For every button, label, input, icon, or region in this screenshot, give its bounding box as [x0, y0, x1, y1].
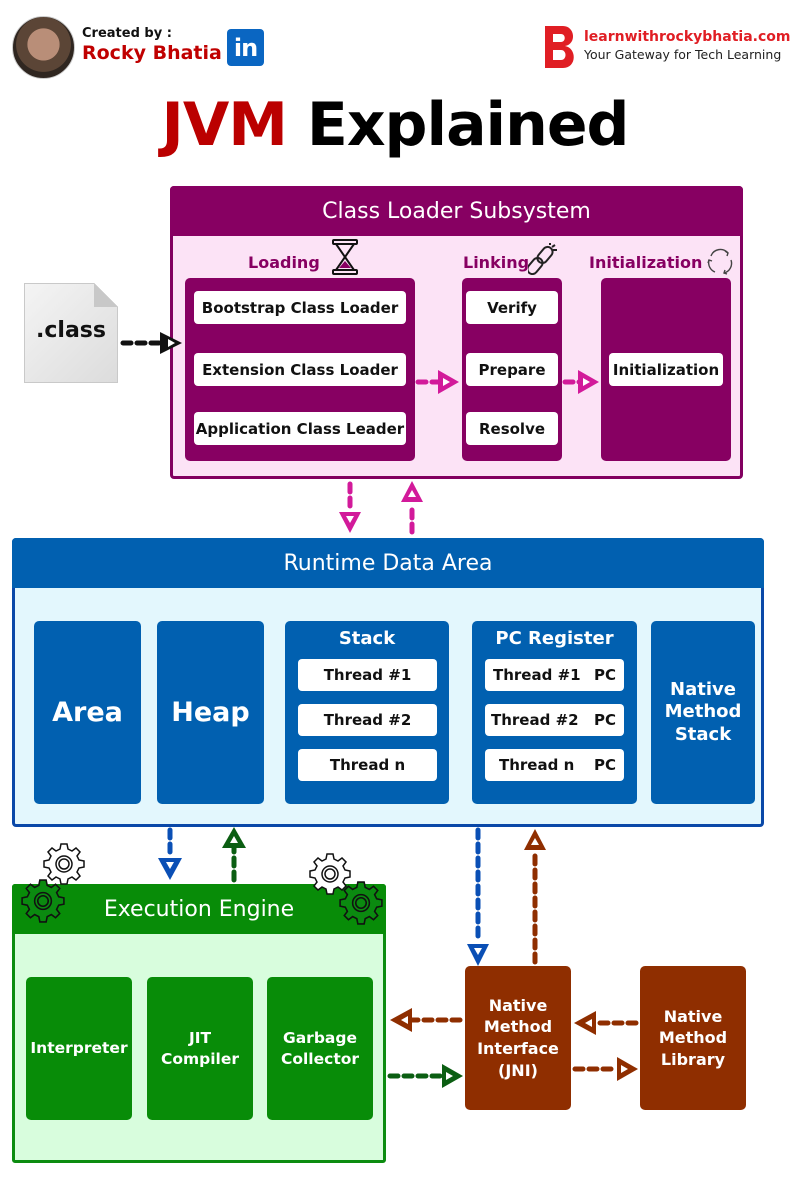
interpreter-block: Interpreter [26, 977, 132, 1120]
pc-thread-1: Thread #1 PC [485, 659, 624, 691]
class-file-label: .class [36, 318, 106, 343]
title-highlight: JVM [161, 90, 288, 160]
nms-line: Stack [674, 723, 732, 745]
site-logo-icon [545, 26, 574, 68]
linking-verify: Verify [466, 291, 558, 324]
chain-link-icon [528, 243, 557, 275]
phase-label-loading: Loading [248, 253, 320, 272]
arrowhead [621, 1065, 628, 1073]
jit-label-line: Compiler [160, 1049, 240, 1068]
site-tagline: Your Gateway for Tech Learning [584, 47, 782, 62]
title-rest: Explained [306, 90, 630, 160]
arrowhead [446, 1072, 453, 1080]
arrowhead [408, 490, 416, 497]
native-method-interface-block: Native Method Interface (JNI) [465, 966, 571, 1110]
jni-label-line: Native [488, 995, 548, 1015]
nml-label-line: Library [660, 1049, 726, 1069]
method-area-block: Area [34, 621, 141, 804]
class-loader-title: Class Loader Subsystem [170, 186, 743, 236]
stack-thread-2: Thread #2 [298, 704, 437, 736]
jit-label-line: JIT [188, 1028, 212, 1047]
pc-register-title: PC Register [495, 627, 614, 649]
stack-thread-n: Thread n [298, 749, 437, 781]
extension-class-loader: Extension Class Loader [194, 353, 406, 386]
initialization-item: Initialization [609, 353, 723, 386]
stack-title: Stack [338, 627, 396, 649]
author-avatar [12, 16, 75, 79]
author-name: Rocky Bhatia [82, 42, 222, 64]
native-method-library-block: Native Method Library [640, 966, 746, 1110]
linkedin-icon[interactable]: in [227, 29, 264, 66]
arrowhead [474, 948, 482, 955]
gear-icon [339, 881, 383, 925]
runtime-data-area-title: Runtime Data Area [12, 538, 764, 588]
phase-label-linking: Linking [463, 253, 530, 272]
created-by-label: Created by : [82, 26, 172, 41]
gc-label-line: Garbage [283, 1028, 357, 1047]
file-fold-corner [94, 283, 118, 307]
arrowhead [524, 829, 546, 850]
linking-prepare: Prepare [466, 353, 558, 386]
gear-icon [43, 843, 85, 885]
phase-label-initialization: Initialization [589, 253, 703, 272]
jni-label-line: (JNI) [498, 1060, 538, 1080]
jni-label-line: Interface [477, 1039, 559, 1058]
site-url-link[interactable]: learnwithrockybhatia.com [584, 29, 790, 45]
hourglass-icon [332, 239, 358, 275]
arrowhead [467, 944, 489, 966]
arrowhead [442, 1064, 463, 1088]
arrowhead [585, 1019, 592, 1027]
pc-value: PC [593, 711, 616, 729]
gear-icon [21, 879, 65, 923]
pc-thread-label: Thread #2 [491, 711, 579, 729]
pc-value: PC [593, 666, 616, 684]
arrowhead [401, 481, 423, 502]
nms-line: Native [670, 678, 736, 700]
bootstrap-class-loader: Bootstrap Class Loader [194, 291, 406, 324]
nml-label-line: Native [663, 1006, 723, 1026]
execution-engine-title: Execution Engine [12, 884, 386, 934]
heap-block: Heap [157, 621, 264, 804]
nms-line: Method [664, 701, 742, 723]
pc-thread-2: Thread #2 PC [485, 704, 624, 736]
garbage-collector-block: Garbage Collector [267, 977, 373, 1120]
nml-label-line: Method [658, 1028, 728, 1048]
jni-label-line: Method [483, 1017, 553, 1037]
arrowhead [222, 827, 246, 848]
refresh-cycle-icon [707, 248, 733, 275]
arrowhead [346, 516, 354, 523]
arrowhead [230, 836, 238, 843]
arrowhead [617, 1057, 638, 1081]
arrowhead [339, 512, 361, 533]
application-class-loader: Application Class Leader [194, 412, 406, 445]
gear-icon [309, 853, 351, 895]
gc-label-line: Collector [280, 1049, 360, 1068]
arrowhead [531, 838, 539, 845]
arrowhead [401, 1016, 408, 1024]
arrowhead [574, 1011, 596, 1035]
pc-thread-label: Thread n [499, 756, 575, 774]
linking-resolve: Resolve [466, 412, 558, 445]
jit-compiler-block: JIT Compiler [147, 977, 253, 1120]
arrowhead [166, 862, 174, 869]
pc-thread-label: Thread #1 [493, 666, 581, 684]
pc-value: PC [593, 756, 616, 774]
interpreter-label: Interpreter [30, 1039, 128, 1058]
page-title: JVM Explained [0, 90, 790, 160]
stack-thread-1: Thread #1 [298, 659, 437, 691]
arrowhead [158, 858, 182, 880]
arrowhead [390, 1008, 412, 1032]
native-method-stack-block: Native Method Stack [651, 621, 755, 804]
pc-thread-n: Thread n PC [485, 749, 624, 781]
